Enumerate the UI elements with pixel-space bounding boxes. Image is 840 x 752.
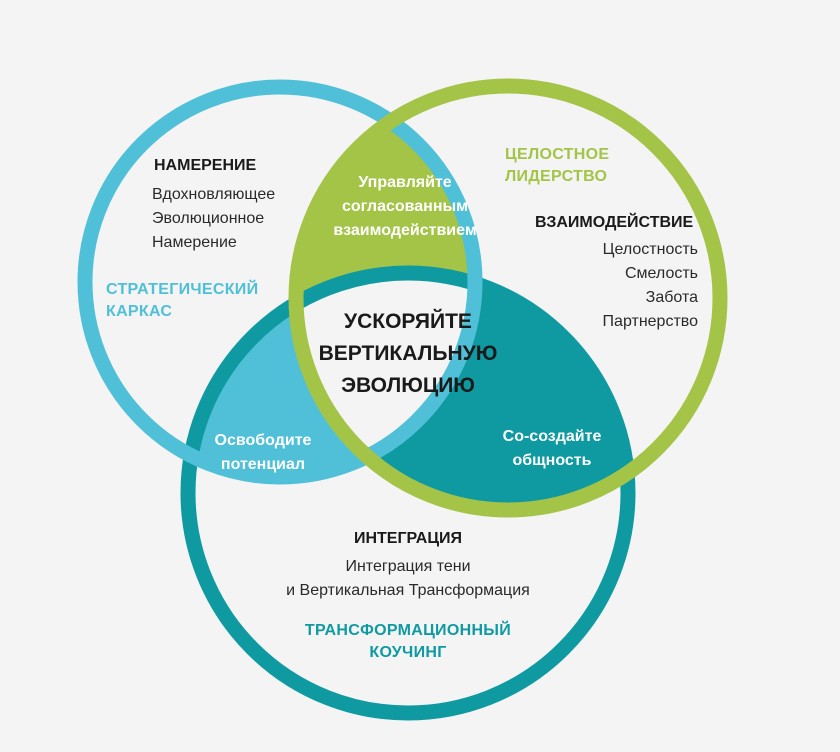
strategic-category: СТРАТЕГИЧЕСКИЙ КАРКАС [106,279,258,323]
center-line: УСКОРЯЙТЕ [344,310,472,333]
teal-circle [180,265,636,721]
coaching-category: ТРАНСФОРМАЦИОННЫЙ КОУЧИНГ [258,620,558,664]
coaching-category-line: КОУЧИНГ [369,644,447,661]
leadership-item: Смелость [625,265,698,282]
strategic-item: Вдохновляющее [152,186,276,203]
overlap-left-fill [188,273,475,477]
overlap-left-label: Освободите потенциал [198,429,328,477]
overlap-right-label: Со-создайте общность [482,425,622,473]
overlap-right-line: общность [512,452,592,469]
leadership-category: ЦЕЛОСТНОЕ ЛИДЕРСТВО [505,144,609,188]
leadership-items: Целостность Смелость Забота Партнерство [603,238,698,334]
overlap-top-line: Управляйте [358,174,452,191]
coaching-items: Интеграция тени и Вертикальная Трансформ… [228,555,588,603]
center-line: ВЕРТИКАЛЬНУЮ [318,342,498,365]
overlap-top-line: согласованным [341,198,469,215]
leadership-item: Забота [645,289,698,306]
coaching-category-line: ТРАНСФОРМАЦИОННЫЙ [304,622,512,639]
center-line: ЭВОЛЮЦИЮ [341,374,475,397]
strategic-category-line: СТРАТЕГИЧЕСКИЙ [106,281,259,298]
leadership-category-line: ЦЕЛОСТНОЕ [505,146,610,163]
overlap-left-line: Освободите [214,432,312,449]
leadership-heading: ВЗАИМОДЕЙСТВИЕ [535,214,694,231]
overlap-left-line: потенциал [220,456,306,473]
overlap-right-line: Со-создайте [502,428,602,445]
strategic-items: Вдохновляющее Эволюционное Намерение [152,183,275,255]
blue-circle [77,79,483,485]
center-label: УСКОРЯЙТЕ ВЕРТИКАЛЬНУЮ ЭВОЛЮЦИЮ [308,306,508,402]
strategic-item: Эволюционное [152,210,265,227]
strategic-category-line: КАРКАС [106,303,173,320]
strategic-heading: НАМЕРЕНИЕ [154,157,257,174]
overlap-top-label: Управляйте согласованным взаимодействием [300,171,510,243]
coaching-item: Интеграция тени [345,558,471,575]
leadership-item: Целостность [602,241,698,258]
coaching-item: и Вертикальная Трансформация [286,582,530,599]
strategic-item: Намерение [152,234,237,251]
coaching-heading: ИНТЕГРАЦИЯ [353,530,463,547]
leadership-category-line: ЛИДЕРСТВО [505,168,608,185]
overlap-top-line: взаимодействием [333,222,477,239]
green-circle [288,78,728,518]
leadership-item: Партнерство [602,313,698,330]
